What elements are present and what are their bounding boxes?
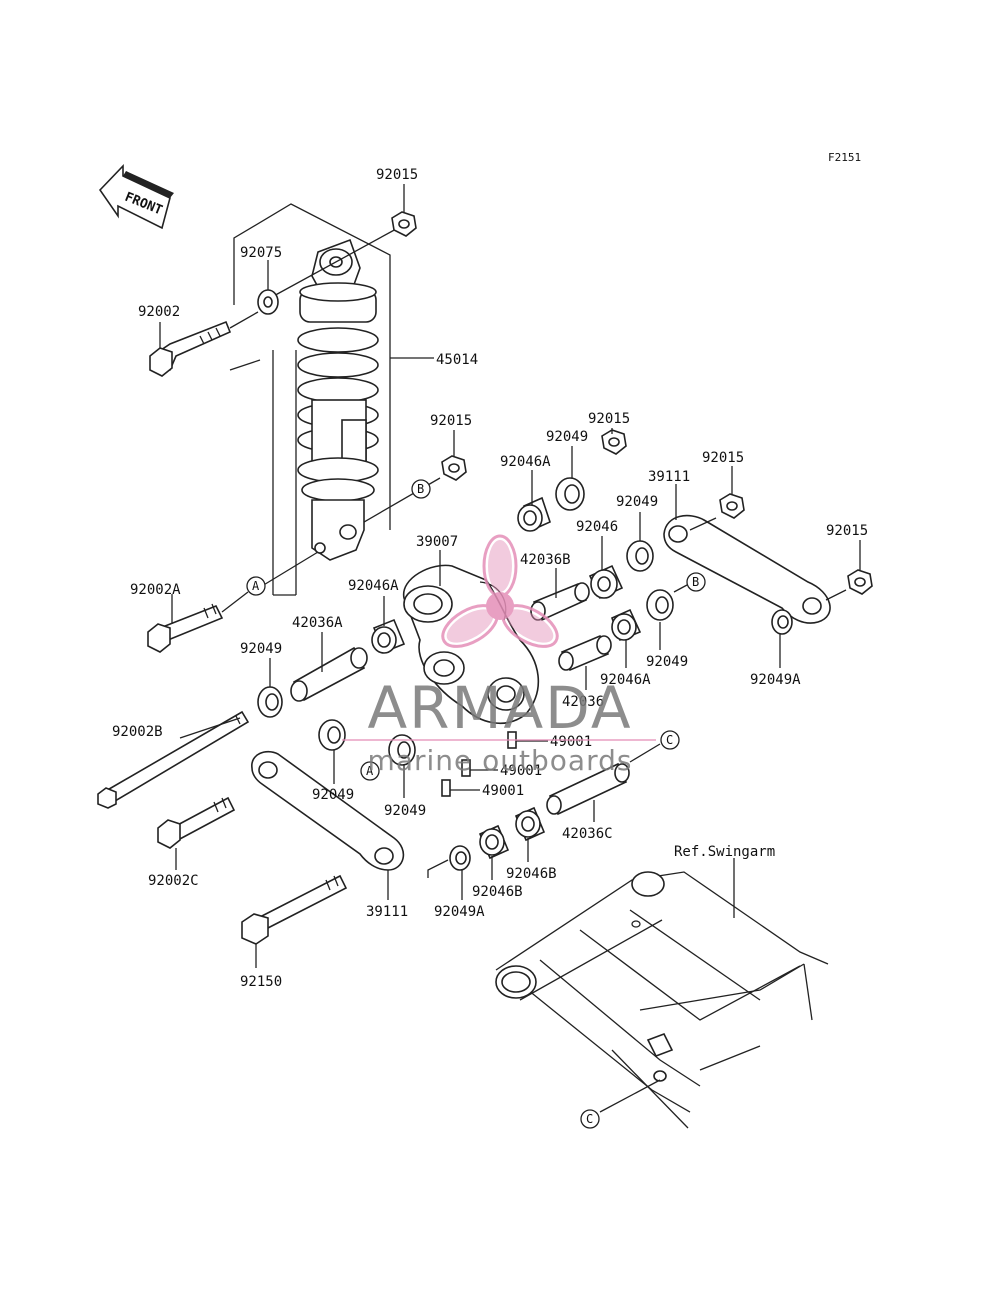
label-92049-b2: 92049 [384,803,426,819]
label-92049A-r: 92049A [750,672,801,688]
grease-fitting-49001-3 [441,779,480,797]
label-92015-top: 92015 [376,167,418,183]
bolt-92002B [97,710,250,809]
callout-A-label: A [366,764,374,778]
bearing-92046A-upper [517,496,551,532]
label-92049-b1: 92049 [312,787,354,803]
label-92002B: 92002B [112,724,163,740]
label-39007: 39007 [416,534,458,550]
seal-92049-bottom-2 [388,734,416,766]
label-45014: 45014 [436,352,478,368]
nut-92015-right-1 [719,493,745,519]
watermark-brand: ARMADA [367,674,632,742]
label-92049-r1: 92049 [546,429,588,445]
watermark: ARMADA marine outboards [342,534,656,777]
label-42036C: 42036C [562,826,613,842]
label-92046B-2: 92046B [472,884,523,900]
bearing-92046 [588,564,624,600]
callout-C-upper: C [660,730,680,750]
seal-92049-mid-right [626,540,654,572]
label-92150: 92150 [240,974,282,990]
bearing-92046A-left [371,618,406,654]
label-39111-b: 39111 [366,904,408,920]
callout-C-lower: C [580,1109,600,1129]
label-92015-r1: 92015 [588,411,630,427]
label-92002: 92002 [138,304,180,320]
front-direction-arrow: FRONT [98,164,174,230]
label-92049-r3: 92049 [646,654,688,670]
nut-92015-right-2 [825,569,873,601]
bearing-92046A-right [610,608,642,642]
label-92015-mid: 92015 [430,413,472,429]
label-42036: 42036 [562,694,604,710]
callout-B-upper: B [411,479,431,499]
label-49001-3: 49001 [482,783,524,799]
nut-92015-upper-right [601,429,627,455]
bolt-92002A [147,551,319,653]
nut-92015-top [391,211,417,237]
washer-92049A-right [771,609,793,635]
label-92002C: 92002C [148,873,199,889]
bearing-92046B-2 [514,806,546,842]
callout-B-lower: B [673,572,706,593]
leader-lines [159,184,861,968]
seal-92049-left [257,686,283,718]
callout-B-label: B [692,575,699,589]
label-42036B: 42036B [520,552,571,568]
callout-C-label: C [586,1112,593,1126]
label-92002A: 92002A [130,582,181,598]
callout-A-upper: A [246,576,266,596]
tie-rod-39111-upper [663,514,831,624]
shock-absorber [229,203,399,596]
watermark-tagline: marine outboards [368,744,633,777]
grease-fitting-49001-2 [461,759,498,777]
callout-B-label: B [417,482,424,496]
callout-C-label: C [666,733,673,747]
label-49001-1: 49001 [550,734,592,750]
label-92046A-r2: 92046A [600,672,651,688]
bolt-92150 [241,874,348,945]
label-92049-r2: 92049 [616,494,658,510]
seal-92049-upper [555,477,585,511]
label-92046A-r1: 92046A [500,454,551,470]
callout-A-lower: A [360,761,380,781]
washer-92049A-lower [427,845,471,878]
bushing-92075 [257,289,279,315]
bolt-92002 [149,311,259,377]
sleeve-42036 [558,634,612,672]
seal-92049-right [646,589,674,621]
label-92046A-l: 92046A [348,578,399,594]
label-92046B-1: 92046B [506,866,557,882]
label-92046-r: 92046 [576,519,618,535]
figure-code: F2151 [828,151,861,164]
swingarm-reference [495,871,829,1129]
seal-92049-bottom-1 [318,719,346,751]
reference-label: Ref.Swingarm [674,844,775,860]
label-92075: 92075 [240,245,282,261]
sleeve-42036C [546,743,661,816]
label-42036A: 42036A [292,615,343,631]
label-92049-l: 92049 [240,641,282,657]
bearing-92046B-1 [478,824,510,860]
label-92015-r3: 92015 [826,523,868,539]
label-92049A-b: 92049A [434,904,485,920]
tie-rod-39111-lower [251,750,405,871]
bolt-92002C [157,796,236,849]
part-labels: 92015 92075 92002 45014 92015 92002A 920… [112,167,868,990]
label-49001-2: 49001 [500,763,542,779]
label-92015-r2: 92015 [702,450,744,466]
label-39111-r: 39111 [648,469,690,485]
sleeve-42036A [290,646,368,702]
callout-A-label: A [252,579,260,593]
propeller-logo [441,534,559,648]
